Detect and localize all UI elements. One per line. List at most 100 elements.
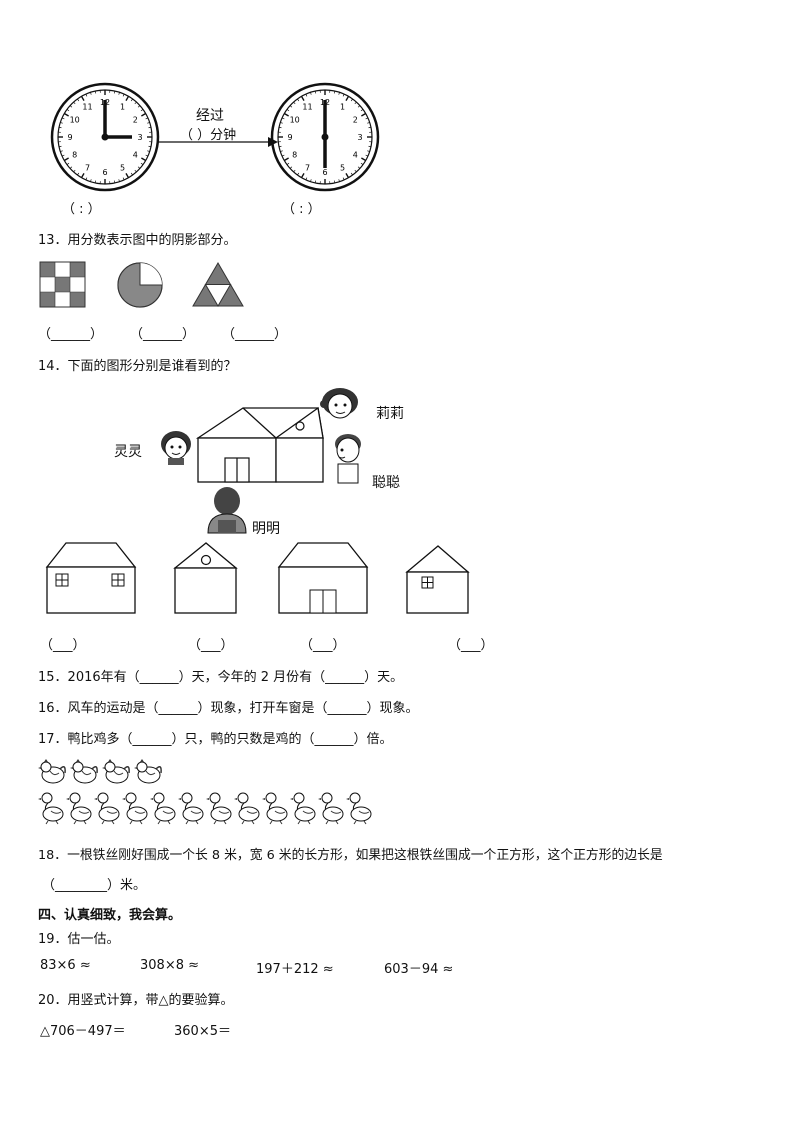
clock-tick bbox=[286, 162, 290, 165]
name-lili: 莉莉 bbox=[376, 406, 404, 422]
clock-tick bbox=[58, 126, 62, 129]
q13-blank-2[interactable]: （______） bbox=[130, 327, 196, 342]
arrow-label-bottom: （ ）分钟 bbox=[180, 128, 237, 143]
clock-tick bbox=[368, 145, 372, 148]
clock-tick bbox=[73, 101, 76, 105]
q15-text: 15．2016年有（______）天，今年的 2 月份有（______）天。 bbox=[38, 670, 404, 685]
clock-tick bbox=[122, 177, 125, 181]
duck-icon bbox=[206, 792, 234, 829]
triangle-shape bbox=[192, 262, 244, 307]
q20-item-2: 360×5＝ bbox=[174, 1024, 231, 1039]
clock-tick bbox=[350, 172, 353, 176]
clock-tick bbox=[69, 105, 73, 108]
q20-item-1: △706－497＝ bbox=[40, 1024, 126, 1039]
clock-tick bbox=[113, 90, 116, 94]
clock-tick bbox=[145, 154, 149, 157]
clock-tick bbox=[140, 109, 144, 112]
clock-tick bbox=[66, 162, 70, 165]
clock-tick bbox=[293, 101, 296, 105]
duck-icon bbox=[94, 792, 122, 829]
clock-number: 4 bbox=[353, 151, 358, 160]
boy-mingming-icon bbox=[207, 487, 247, 534]
duck-icon bbox=[150, 792, 178, 829]
clock-tick bbox=[60, 122, 63, 124]
clock-tick bbox=[300, 173, 305, 179]
q20-text: 20．用竖式计算，带△的要验算。 bbox=[38, 993, 234, 1008]
boy-congcong-icon bbox=[335, 434, 361, 484]
clock-tick bbox=[293, 169, 296, 173]
clock-tick bbox=[354, 169, 357, 173]
clock-number: 5 bbox=[340, 163, 345, 172]
clock-number: 7 bbox=[85, 163, 90, 172]
clock-number: 3 bbox=[137, 133, 142, 142]
clock-tick bbox=[137, 166, 141, 169]
clock-1: 121234567891011 bbox=[50, 82, 160, 192]
clock-tick bbox=[147, 122, 150, 124]
clock-number: 8 bbox=[72, 151, 77, 160]
duck-icon bbox=[318, 792, 346, 829]
duck-icon bbox=[178, 792, 206, 829]
duck-row bbox=[38, 791, 374, 827]
clock-tick bbox=[310, 92, 312, 95]
clock1-time-blank[interactable]: （ : ） bbox=[62, 202, 101, 217]
clock-tick bbox=[66, 109, 70, 112]
view-2-round-window bbox=[173, 542, 238, 614]
duck-icon bbox=[290, 792, 318, 829]
clock-number: 6 bbox=[322, 168, 327, 177]
girl-lingling-icon bbox=[161, 431, 191, 465]
clock-tick bbox=[289, 105, 293, 108]
q14-text: 14．下面的图形分别是谁看到的？ bbox=[38, 359, 237, 374]
q13-blank-3[interactable]: （______） bbox=[222, 327, 288, 342]
clock-tick bbox=[289, 166, 293, 169]
clock-tick bbox=[278, 126, 282, 129]
clock-number: 5 bbox=[120, 163, 125, 172]
duck-icon bbox=[346, 792, 374, 829]
q16-text: 16．风车的运动是（______）现象，打开车窗是（______）现象。 bbox=[38, 701, 419, 716]
clock-tick bbox=[281, 117, 285, 120]
clock-tick bbox=[280, 150, 283, 152]
q13-text: 13．用分数表示图中的阴影部分。 bbox=[38, 233, 237, 248]
clock-tick bbox=[357, 166, 361, 169]
clock-tick bbox=[310, 179, 312, 182]
q14-blank-1[interactable]: （___） bbox=[40, 638, 86, 653]
name-mingming: 明明 bbox=[252, 521, 280, 537]
clock-tick bbox=[345, 173, 350, 179]
clock-tick bbox=[61, 154, 65, 157]
arrow-label-top: 经过 bbox=[196, 108, 224, 124]
girl-lili-icon bbox=[320, 388, 358, 419]
clock-tick bbox=[300, 95, 305, 101]
clock-tick bbox=[134, 101, 137, 105]
clock-tick bbox=[63, 112, 69, 117]
clock-tick bbox=[148, 126, 152, 129]
q13-blank-1[interactable]: （______） bbox=[38, 327, 104, 342]
clock-tick bbox=[122, 93, 125, 97]
clock-number: 7 bbox=[305, 163, 310, 172]
clock-tick bbox=[365, 117, 369, 120]
clock-tick bbox=[368, 126, 372, 129]
q14-blank-2[interactable]: （___） bbox=[188, 638, 234, 653]
clock-tick bbox=[365, 154, 369, 157]
q14-blank-4[interactable]: （___） bbox=[448, 638, 494, 653]
house-scene bbox=[195, 406, 324, 483]
q18-line2: （________）米。 bbox=[42, 878, 147, 893]
clock-tick bbox=[345, 95, 350, 101]
view-1-two-windows bbox=[45, 542, 137, 614]
clock-tick bbox=[85, 93, 88, 97]
clock-tick bbox=[58, 145, 62, 148]
clock-number: 1 bbox=[120, 103, 125, 112]
clock-tick bbox=[141, 157, 147, 162]
clock-number: 9 bbox=[287, 133, 292, 142]
clock-tick bbox=[357, 105, 361, 108]
clock-tick bbox=[90, 92, 92, 95]
q14-blank-3[interactable]: （___） bbox=[300, 638, 346, 653]
clock-tick bbox=[77, 98, 80, 102]
chicken-icon bbox=[134, 759, 166, 789]
clock-tick bbox=[283, 157, 289, 162]
clock-tick bbox=[137, 105, 141, 108]
chicken-icon bbox=[102, 759, 134, 789]
clock-tick bbox=[134, 169, 137, 173]
clock-tick bbox=[361, 157, 367, 162]
clock2-time-blank[interactable]: （ : ） bbox=[282, 202, 321, 217]
clock-tick bbox=[314, 180, 317, 184]
q19-item-3: 197＋212 ≈ bbox=[256, 962, 334, 977]
